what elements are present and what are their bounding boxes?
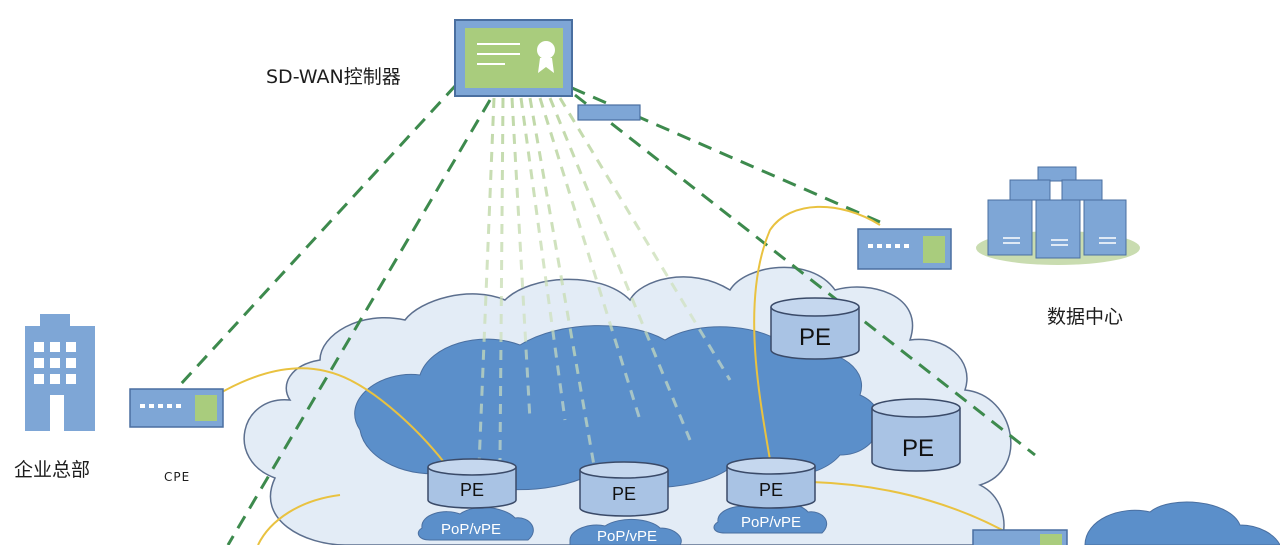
pe-label: PE [612,484,636,504]
switch-icon [577,104,641,121]
cpe-label: CPE [164,470,191,484]
pop-label: PoP/vPE [597,528,657,545]
fiber-links [221,205,1021,545]
pe-node: PE [726,457,816,509]
pe-node: PE [579,461,669,517]
pop-cloud [417,501,828,545]
pe-label: PE [759,480,783,500]
pop-label: PoP/vPE [741,514,801,531]
switch-icon [972,529,1068,545]
hq-label: 企业总部 [14,459,91,481]
pop-label: PoP/vPE [441,521,501,538]
server-cluster-icon [976,166,1140,265]
certificate-icon [454,19,573,97]
pe-node: PE [770,297,860,360]
switch-icon [857,228,952,270]
building-icon [25,314,95,431]
switch-icon [129,388,224,428]
pe-label: PE [799,324,831,351]
datacenter-label: 数据中心 [1047,306,1124,328]
control-channels [476,97,732,501]
pe-label: PE [902,435,934,462]
branch-cloud [1084,501,1280,545]
controller-label: SD-WAN控制器 [266,66,401,88]
pe-node: PE [427,458,517,509]
pe-label: PE [460,480,484,500]
pe-node: PE [871,398,961,472]
